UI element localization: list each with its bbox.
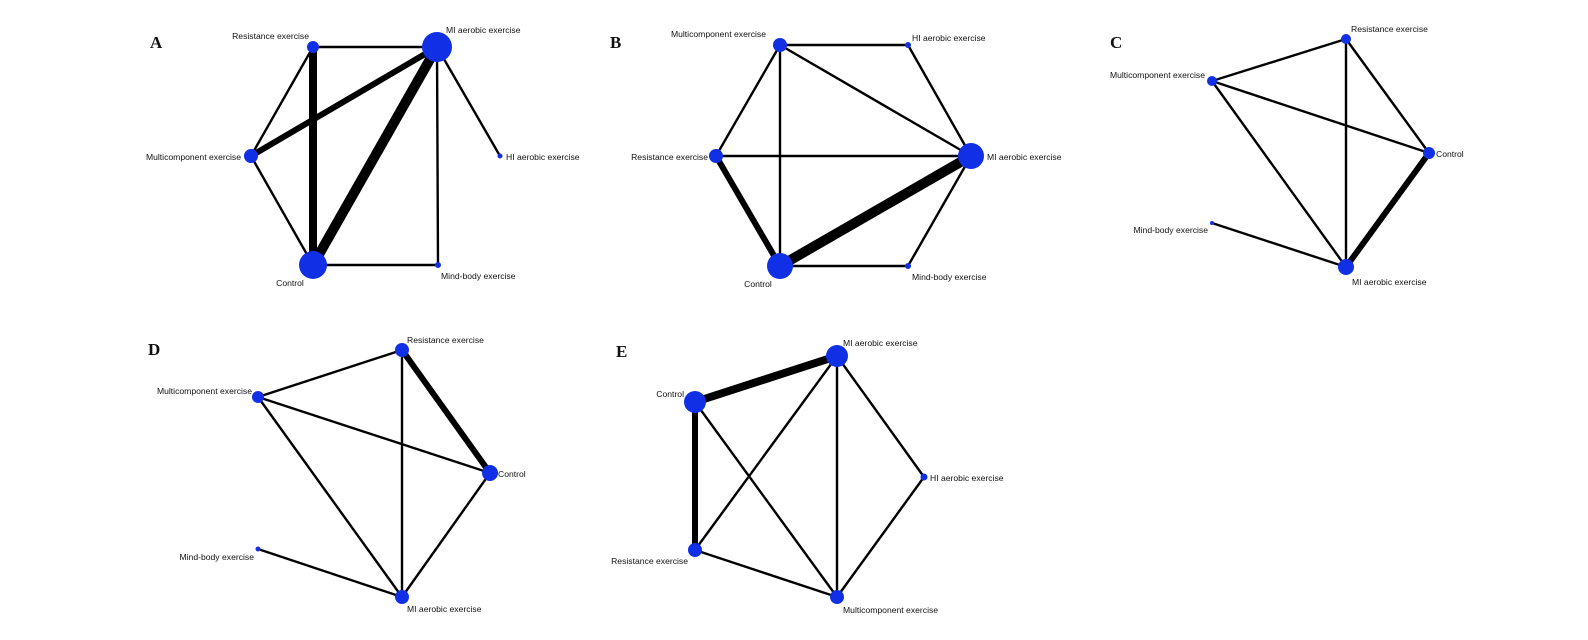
edge-mindbody-mi <box>906 155 973 267</box>
edge-hi-mi <box>906 44 973 157</box>
node-mindbody <box>435 262 441 268</box>
node-mindbody <box>1210 221 1214 225</box>
edge-multi-resistance <box>714 44 782 157</box>
node-resistance <box>688 543 702 557</box>
panel-letter: B <box>610 33 621 52</box>
edge-mindbody-mi <box>1211 221 1347 269</box>
panel-letter: C <box>1110 33 1122 52</box>
node-label-hi: HI aerobic exercise <box>506 152 580 162</box>
node-label-mindbody: Mind-body exercise <box>1133 225 1208 235</box>
edge-resistance-multi <box>694 548 838 599</box>
edge-resistance-control <box>399 348 493 475</box>
edge-resistance-control <box>1345 38 1430 154</box>
edge-control-mi <box>1343 151 1432 269</box>
edge-control-multi <box>694 401 838 598</box>
node-hi <box>920 473 928 481</box>
edge-control-mi <box>308 44 442 268</box>
edge-multi-mi <box>249 44 439 159</box>
node-hi <box>905 42 911 48</box>
node-control <box>299 251 327 279</box>
node-label-resistance: Resistance exercise <box>631 152 708 162</box>
node-mi <box>826 345 848 367</box>
node-label-mi: MI aerobic exercise <box>987 152 1062 162</box>
node-label-hi: HI aerobic exercise <box>930 473 1004 483</box>
edge-control-mi <box>401 472 491 598</box>
node-label-mi: MI aerobic exercise <box>446 25 521 35</box>
edge-multi-control <box>257 395 491 475</box>
node-label-multi: Multicomponent exercise <box>843 605 938 615</box>
node-resistance <box>395 343 409 357</box>
node-resistance <box>1341 34 1351 44</box>
node-label-mi: MI aerobic exercise <box>1352 277 1427 287</box>
edge-multi-control <box>249 155 315 266</box>
edge-mindbody-mi <box>257 547 403 599</box>
edge-control-mi <box>693 352 839 406</box>
node-control <box>767 253 793 279</box>
node-control <box>684 391 706 413</box>
edge-hi-multi <box>836 476 925 598</box>
panel-letter: A <box>150 33 163 52</box>
node-resistance <box>709 149 723 163</box>
node-mi <box>422 32 452 62</box>
node-mindbody <box>255 546 261 552</box>
node-label-control: Control <box>276 278 304 288</box>
node-label-resistance: Resistance exercise <box>232 31 309 41</box>
edge-mi-hi <box>435 46 502 157</box>
node-label-mindbody: Mind-body exercise <box>441 271 516 281</box>
node-control <box>482 465 498 481</box>
panel-b: B Multicomponent exercise HI aerobic exerc… <box>610 29 1062 289</box>
edge-mi-resistance <box>694 355 838 551</box>
node-label-resistance: Resistance exercise <box>611 556 688 566</box>
edge-multi-mi <box>779 43 972 158</box>
panel-letter: E <box>616 342 627 361</box>
node-multi <box>830 590 844 604</box>
panel-a: A Resistance exercise MI aerobic exerciseH… <box>146 25 580 288</box>
node-label-resistance: Resistance exercise <box>407 335 484 345</box>
node-control <box>1423 147 1435 159</box>
node-mi <box>958 143 984 169</box>
edge-control-mi <box>777 151 974 271</box>
edge-mi-mindbody <box>435 46 440 266</box>
node-mi <box>395 590 409 604</box>
edge-mi-hi <box>836 355 925 478</box>
node-label-mi: MI aerobic exercise <box>407 604 482 614</box>
edge-multi-control <box>1211 79 1430 155</box>
edge-resistance-multi <box>249 46 315 157</box>
node-mi <box>1338 259 1354 275</box>
node-label-hi: HI aerobic exercise <box>912 33 986 43</box>
edge-multi-mi <box>1211 80 1347 268</box>
node-label-multi: Multicomponent exercise <box>671 29 766 39</box>
node-mindbody <box>905 263 911 269</box>
node-label-control: Control <box>744 279 772 289</box>
node-label-control: Control <box>1436 149 1464 159</box>
node-label-multi: Multicomponent exercise <box>1110 70 1205 80</box>
edge-multi-resistance <box>1211 37 1347 83</box>
node-multi <box>1207 76 1217 86</box>
node-label-multi: Multicomponent exercise <box>146 152 241 162</box>
node-hi <box>497 153 503 159</box>
panel-letter: D <box>148 340 160 359</box>
edge-multi-mi <box>257 396 403 598</box>
node-multi <box>252 391 264 403</box>
node-label-mindbody: Mind-body exercise <box>179 552 254 562</box>
node-label-multi: Multicomponent exercise <box>157 386 252 396</box>
node-label-control: Control <box>656 389 684 399</box>
edge-multi-resistance <box>257 348 403 399</box>
node-label-resistance: Resistance exercise <box>1351 24 1428 34</box>
node-label-mindbody: Mind-body exercise <box>912 272 987 282</box>
node-multi <box>244 149 258 163</box>
node-label-mi: MI aerobic exercise <box>843 338 918 348</box>
node-label-control: Control <box>498 469 526 479</box>
panel-e: E MI aerobic exercise HI aerobic exerciseM… <box>611 338 1004 615</box>
edge-resistance-control <box>713 154 783 268</box>
node-resistance <box>307 41 319 53</box>
node-multi <box>773 38 787 52</box>
